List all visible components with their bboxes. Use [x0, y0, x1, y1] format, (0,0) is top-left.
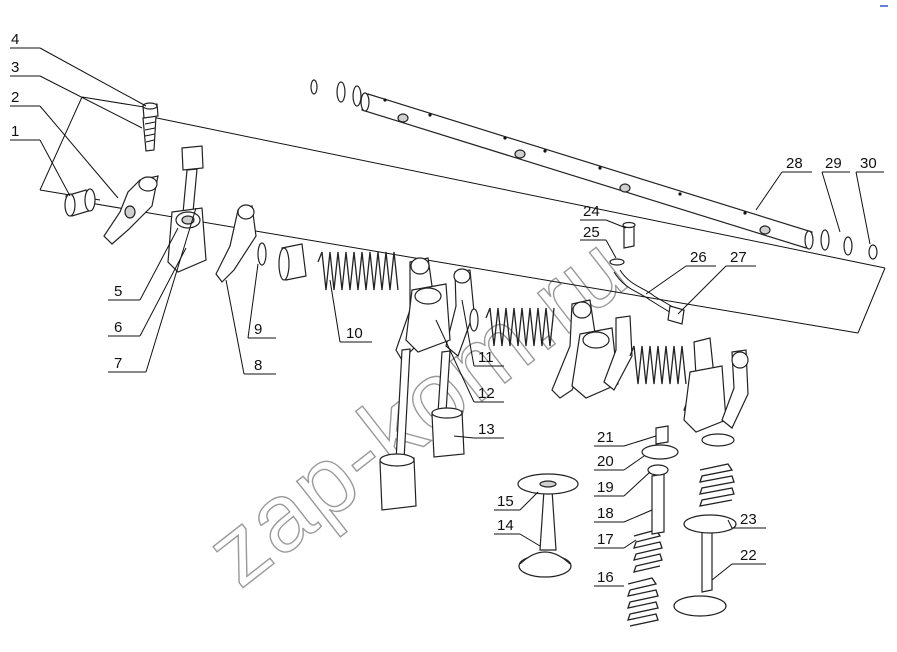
- part-20-spring-retainer: [641, 444, 679, 460]
- callout-8: 8: [254, 357, 262, 374]
- part-3-adjusting-screw: [142, 115, 157, 152]
- callout-leaders: [10, 47, 884, 587]
- assembly-axis-lines: [39, 96, 886, 334]
- washer-middle: [469, 308, 479, 332]
- part-2-rocker-arm: [103, 175, 159, 245]
- part-26-oil-pipe: [609, 221, 685, 325]
- callout-labels: 4 3 2 1 5 6 7 8 9 10 11 12 13 14 15 16 1…: [11, 31, 877, 586]
- right-rocker-assembly: [551, 299, 633, 399]
- callout-11: 11: [478, 349, 494, 366]
- callout-9: 9: [254, 321, 262, 338]
- callout-24: 24: [583, 203, 600, 220]
- callout-13: 13: [478, 421, 495, 438]
- callout-21: 21: [597, 429, 614, 446]
- part-7-bolt: [181, 145, 204, 214]
- callout-12: 12: [478, 385, 495, 402]
- part-12-support: [405, 283, 451, 353]
- callout-5: 5: [114, 283, 122, 300]
- callout-27: 27: [730, 249, 747, 266]
- callout-25: 25: [583, 224, 600, 241]
- callout-7: 7: [114, 355, 122, 372]
- part-21-valve-cap: [655, 425, 669, 445]
- callout-23: 23: [740, 511, 757, 528]
- callout-2: 2: [11, 89, 19, 106]
- callout-14: 14: [497, 517, 514, 534]
- part-10-spring: [317, 251, 399, 291]
- callout-26: 26: [690, 249, 707, 266]
- part-17-inner-spring: [633, 529, 663, 573]
- callout-10: 10: [346, 325, 363, 342]
- part-14-valve: [518, 489, 572, 578]
- part-8-rocker-arm: [215, 204, 257, 283]
- far-right-rocker-assembly: [683, 337, 749, 433]
- part-5-support: [167, 207, 207, 273]
- part-13-tappets: [379, 407, 465, 511]
- middle-spring: [485, 307, 555, 347]
- part-1-roller: [64, 188, 96, 217]
- right-valve-spring: [699, 433, 735, 507]
- shaft-end-rings-right: [820, 229, 878, 260]
- part-23-spring-seat: [683, 514, 737, 534]
- part-22-valve: [673, 521, 727, 617]
- callout-16: 16: [597, 569, 614, 586]
- rocker-shaft: [360, 92, 814, 250]
- callout-30: 30: [860, 155, 877, 172]
- callout-29: 29: [825, 155, 842, 172]
- right-spring: [629, 345, 687, 385]
- callout-18: 18: [597, 505, 614, 522]
- callout-4: 4: [11, 31, 19, 48]
- part-4-nut: [142, 102, 159, 119]
- callout-17: 17: [597, 531, 614, 548]
- callout-3: 3: [11, 59, 19, 76]
- part-15-valve-cap: [517, 473, 579, 495]
- part-19-valve-lock: [647, 464, 669, 476]
- callout-20: 20: [597, 453, 614, 470]
- callout-1: 1: [11, 123, 19, 140]
- callout-22: 22: [740, 547, 757, 564]
- callout-15: 15: [497, 493, 514, 510]
- shaft-end-rings-left: [310, 79, 362, 107]
- part-9-washer: [257, 242, 267, 266]
- callout-6: 6: [114, 319, 122, 336]
- spacer-sleeve: [278, 243, 307, 281]
- callout-28: 28: [786, 155, 803, 172]
- part-18-valve-stem: [651, 473, 665, 535]
- part-16-outer-spring: [627, 577, 659, 627]
- callout-19: 19: [597, 479, 614, 496]
